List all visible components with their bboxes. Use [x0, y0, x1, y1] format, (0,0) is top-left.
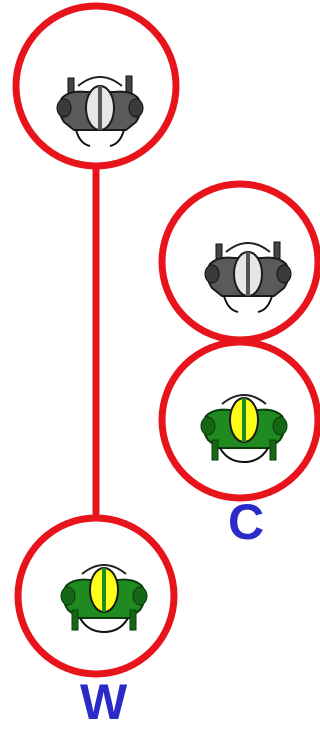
player-gray-top[interactable]	[16, 6, 176, 166]
position-label-c: C	[228, 497, 264, 547]
player-green-w[interactable]	[18, 518, 174, 674]
player-gray-mid[interactable]	[162, 184, 318, 340]
position-label-w: W	[80, 677, 127, 727]
player-green-c[interactable]	[162, 342, 318, 498]
